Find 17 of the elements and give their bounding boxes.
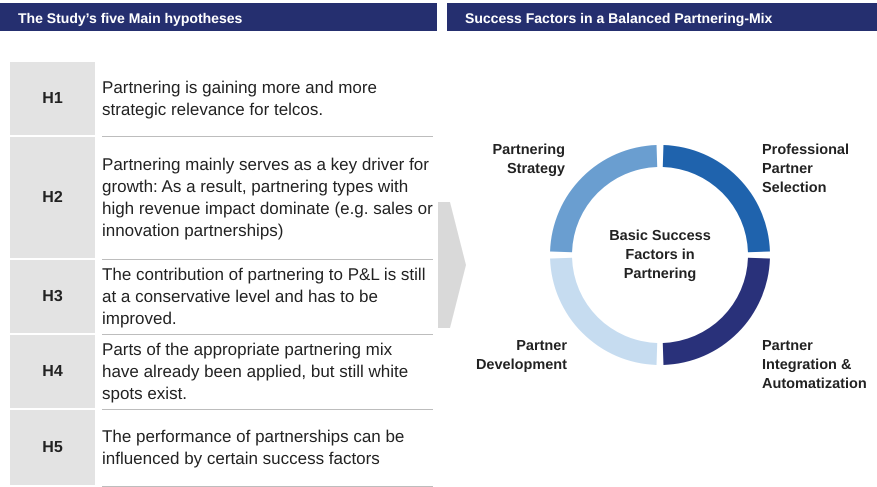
center-text: Basic Success Factors in Partnering: [608, 226, 712, 284]
header-bar: The Study’s five Main hypotheses: [0, 3, 437, 31]
row-label: H2: [10, 137, 95, 260]
hypothesis-text: The performance of partnerships can be influenced by certain success factors: [102, 426, 406, 470]
segment-label: Partner Integration & Automatization: [762, 337, 868, 394]
hypothesis-text: Partnering mainly serves as a key driver for growth: As a result, partnering types with high revenue impact dominate (e.g. sales or innovation partnerships): [102, 154, 433, 242]
segment-label: Partnering Strategy: [491, 141, 565, 179]
row-label: H4: [10, 335, 95, 410]
hypothesis-text: Parts of the appropriate partnering mix have already been applied, but still white spots exist.: [102, 339, 410, 405]
row-label: H5: [10, 410, 95, 487]
row-label: H3: [10, 260, 95, 335]
hypothesis-text: The contribution of partnering to P&L is still at a conservative level and has to be improved.: [102, 264, 426, 330]
row-label: H1: [10, 62, 95, 137]
header-bar: Success Factors in a Balanced Partnering-Mix: [447, 3, 877, 31]
hypothesis-text: Partnering is gaining more and more strategic relevance for telcos.: [102, 77, 378, 121]
segment-label: Partner Development: [474, 337, 567, 375]
segment-label: Professional Partner Selection: [762, 141, 850, 198]
